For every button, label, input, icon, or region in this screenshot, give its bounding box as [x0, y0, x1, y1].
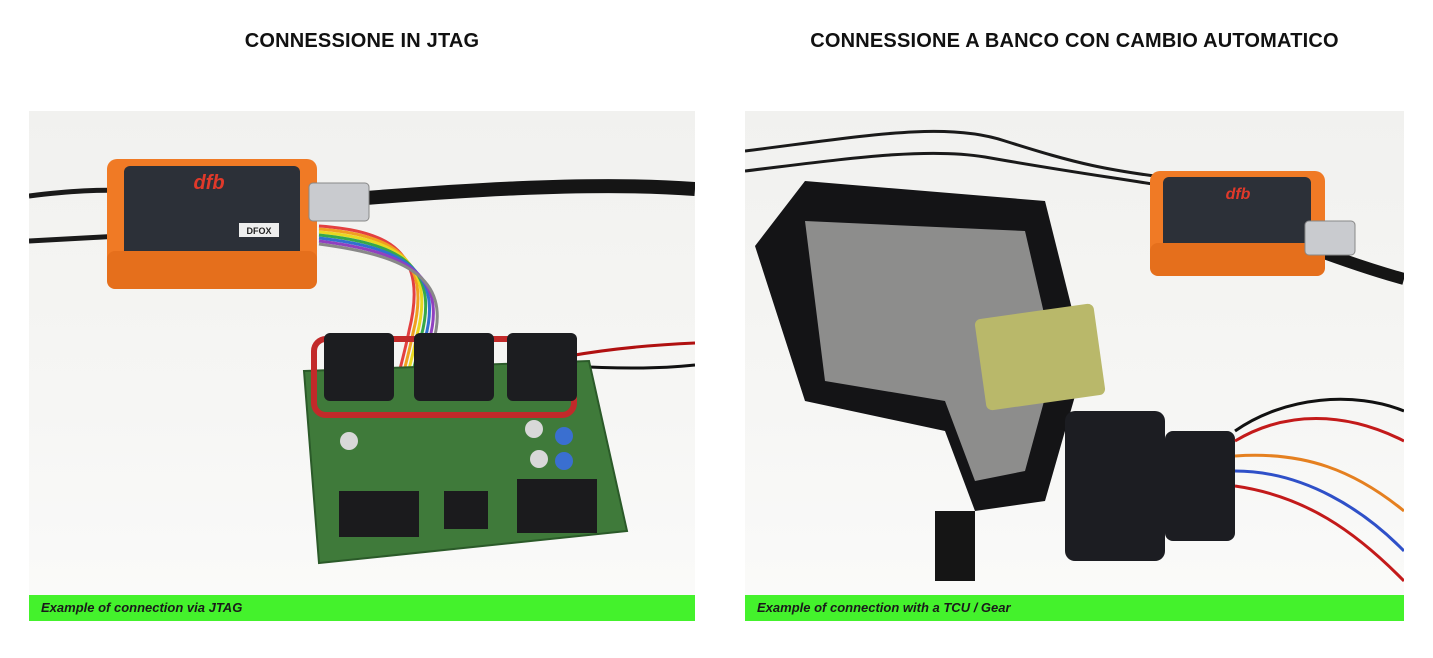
right-caption: Example of connection with a TCU / Gear: [745, 595, 1404, 621]
jtag-connection-photo: dfb DFOX: [29, 111, 695, 595]
dfox-device: dfb DFOX: [107, 159, 317, 289]
device-brand-logo: dfb: [193, 172, 224, 194]
ecu-circuit-board: [302, 333, 629, 565]
left-title: CONNESSIONE IN JTAG: [244, 30, 480, 52]
device-brand-logo-right: dfb: [1226, 186, 1251, 203]
device-label: DFOX: [246, 226, 271, 236]
right-title: CONNESSIONE A BANCO CON CAMBIO AUTOMATIC…: [810, 30, 1339, 52]
dfox-device-right: dfb: [1150, 171, 1325, 276]
tcu-gearbox-unit: [755, 181, 1235, 581]
left-caption: Example of connection via JTAG: [29, 595, 695, 621]
tcu-connection-photo: dfb: [745, 111, 1404, 595]
